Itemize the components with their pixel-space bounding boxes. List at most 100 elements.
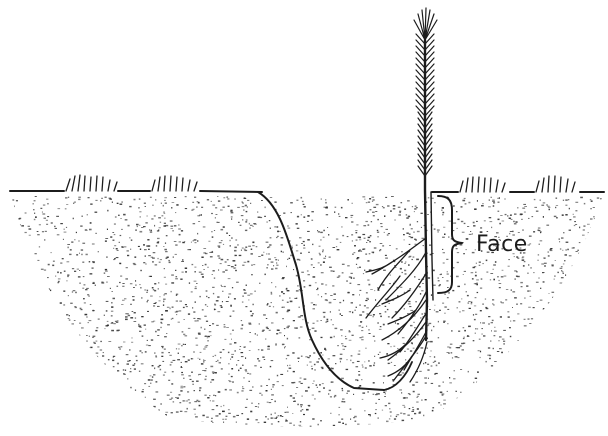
soil-speck bbox=[201, 214, 202, 216]
soil-speck bbox=[378, 399, 380, 400]
soil-speck bbox=[214, 372, 217, 374]
soil-speck bbox=[404, 209, 406, 210]
soil-speck bbox=[234, 247, 237, 249]
soil-speck bbox=[367, 260, 369, 261]
soil-speck bbox=[325, 350, 327, 351]
soil-speck bbox=[84, 402, 86, 404]
soil-speck bbox=[311, 258, 313, 259]
soil-speck bbox=[147, 300, 148, 301]
soil-speck bbox=[318, 358, 320, 359]
soil-speck bbox=[438, 321, 439, 323]
soil-speck bbox=[246, 285, 247, 287]
soil-speck bbox=[475, 314, 477, 315]
soil-speck bbox=[162, 215, 164, 216]
soil-speck bbox=[366, 202, 368, 203]
soil-speck bbox=[199, 318, 201, 319]
soil-speck bbox=[600, 243, 602, 244]
soil-speck bbox=[23, 411, 24, 412]
soil-speck bbox=[62, 258, 64, 259]
soil-speck bbox=[261, 394, 262, 396]
soil-speck bbox=[344, 346, 346, 347]
soil-speck bbox=[287, 226, 288, 227]
soil-speck bbox=[25, 232, 27, 233]
soil-speck bbox=[398, 214, 401, 215]
soil-speck bbox=[53, 398, 54, 399]
soil-speck bbox=[585, 315, 587, 317]
soil-speck bbox=[117, 370, 119, 371]
soil-speck bbox=[350, 311, 351, 312]
soil-speck bbox=[393, 205, 396, 206]
soil-speck bbox=[400, 268, 402, 270]
soil-speck bbox=[266, 242, 269, 243]
soil-speck bbox=[333, 247, 336, 248]
soil-speck bbox=[228, 278, 231, 279]
soil-speck bbox=[314, 330, 316, 332]
soil-speck bbox=[409, 394, 410, 395]
soil-speck bbox=[312, 383, 313, 384]
soil-speck bbox=[491, 330, 492, 332]
soil-speck bbox=[17, 224, 19, 225]
soil-speck bbox=[303, 216, 305, 218]
soil-speck bbox=[244, 262, 247, 263]
soil-speck bbox=[283, 344, 284, 345]
soil-speck bbox=[39, 308, 41, 309]
soil-speck bbox=[296, 223, 298, 225]
soil-speck bbox=[227, 199, 229, 200]
soil-speck bbox=[144, 383, 146, 384]
soil-speck bbox=[160, 322, 162, 324]
soil-speck bbox=[152, 365, 154, 366]
soil-speck bbox=[480, 322, 481, 324]
soil-speck bbox=[279, 427, 280, 428]
soil-speck bbox=[427, 364, 429, 365]
soil-speck bbox=[577, 284, 579, 285]
soil-speck bbox=[307, 365, 308, 366]
soil-speck bbox=[66, 204, 68, 205]
soil-speck bbox=[240, 225, 242, 226]
soil-speck bbox=[201, 363, 204, 364]
soil-speck bbox=[574, 328, 575, 329]
soil-speck bbox=[231, 356, 233, 358]
soil-speck bbox=[47, 203, 49, 204]
soil-speck bbox=[164, 197, 167, 198]
soil-speck bbox=[207, 429, 209, 430]
soil-speck bbox=[358, 237, 360, 238]
soil-speck bbox=[15, 277, 17, 278]
soil-speck bbox=[481, 334, 482, 335]
soil-speck bbox=[164, 249, 167, 251]
soil-speck bbox=[365, 254, 367, 255]
soil-speck bbox=[152, 376, 153, 377]
soil-speck bbox=[548, 335, 550, 336]
soil-speck bbox=[528, 350, 529, 351]
soil-speck bbox=[40, 323, 42, 324]
soil-speck bbox=[600, 198, 602, 199]
soil-speck bbox=[212, 287, 215, 288]
soil-speck bbox=[508, 259, 510, 260]
soil-speck bbox=[503, 423, 505, 424]
soil-speck bbox=[466, 238, 469, 240]
soil-speck bbox=[243, 210, 245, 211]
soil-speck bbox=[86, 379, 88, 381]
soil-speck bbox=[193, 318, 195, 319]
soil-speck bbox=[143, 244, 145, 245]
soil-speck bbox=[252, 242, 254, 244]
soil-speck bbox=[582, 417, 583, 418]
soil-speck bbox=[93, 336, 96, 337]
soil-speck bbox=[333, 271, 335, 272]
soil-speck bbox=[265, 274, 266, 276]
soil-speck bbox=[547, 344, 548, 346]
soil-speck bbox=[576, 377, 579, 378]
soil-speck bbox=[599, 384, 601, 385]
soil-speck bbox=[357, 267, 359, 268]
soil-speck bbox=[476, 382, 477, 383]
soil-speck bbox=[170, 220, 173, 221]
soil-speck bbox=[234, 250, 237, 252]
soil-speck bbox=[230, 245, 231, 247]
soil-speck bbox=[476, 427, 477, 428]
soil-speck bbox=[569, 208, 570, 210]
soil-speck bbox=[34, 357, 36, 358]
soil-speck bbox=[168, 352, 170, 353]
soil-speck bbox=[531, 318, 533, 319]
soil-speck bbox=[578, 275, 579, 276]
soil-speck bbox=[448, 292, 450, 293]
soil-speck bbox=[226, 301, 229, 302]
